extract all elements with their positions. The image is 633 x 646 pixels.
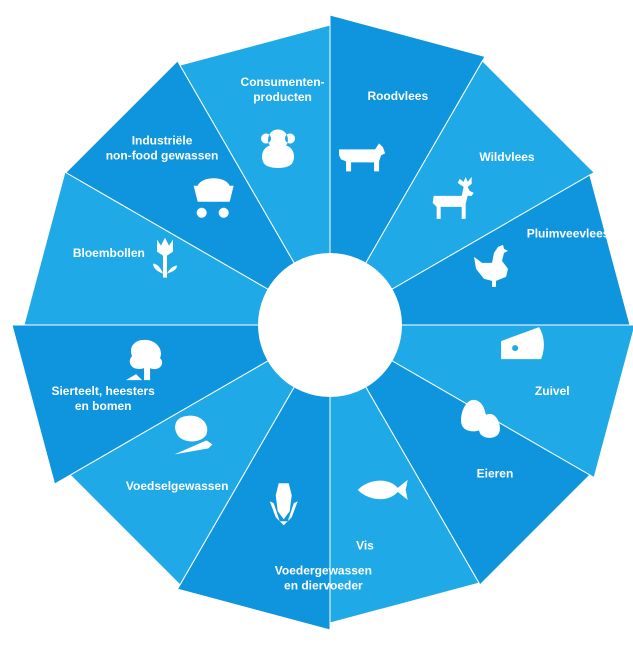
segment-label-line: en diervoeder (284, 579, 363, 593)
segment-label: Consumenten-producten (241, 75, 325, 104)
segment-label: Wildvlees (479, 150, 535, 164)
segment-label: Roodvlees (367, 89, 428, 103)
segment-label: Zuivel (535, 384, 570, 398)
segment-label-line: en bomen (75, 399, 132, 413)
segment-label: Eieren (477, 467, 514, 481)
vegetables-icon (174, 415, 213, 455)
segment-label: Pluimveevlees (527, 227, 610, 241)
eggs-icon (461, 399, 500, 438)
teddy-bear-icon (261, 129, 296, 169)
segment-label-line: Industriële (132, 134, 193, 148)
segment-label-line: Wildvlees (479, 150, 535, 164)
mine-cart-icon (193, 178, 234, 218)
segment-label-line: Pluimveevlees (527, 227, 610, 241)
fish-icon (357, 479, 408, 500)
tulip-icon (152, 237, 177, 278)
segment-label-line: Voedselgewassen (126, 479, 229, 493)
chicken-icon (474, 244, 509, 287)
segment-label-line: Sierteelt, heesters (51, 384, 155, 398)
segment-label-line: Zuivel (535, 384, 570, 398)
wheel-segments: RoodvleesWildvleesPluimveevleesZuivelEie… (11, 14, 633, 631)
wheel-hub (258, 253, 402, 397)
segment-label-line: Roodvlees (367, 89, 428, 103)
segment-label: Voedselgewassen (126, 479, 229, 493)
segment-label: Bloembollen (73, 246, 145, 260)
cow-icon (339, 143, 386, 172)
segment-label-line: Vis (356, 539, 374, 553)
segment-label-line: Eieren (477, 467, 514, 481)
cheese-icon (501, 327, 544, 360)
segment-label-line: Voedergewassen (275, 564, 372, 578)
segment-label-line: producten (253, 90, 312, 104)
segment-label: Vis (356, 539, 374, 553)
segment-label-line: non-food gewassen (106, 149, 219, 163)
segment-label-line: Consumenten- (241, 75, 325, 89)
deer-icon (432, 176, 474, 219)
corn-icon (269, 483, 298, 526)
segment-label-line: Bloembollen (73, 246, 145, 260)
tree-icon (126, 339, 163, 381)
